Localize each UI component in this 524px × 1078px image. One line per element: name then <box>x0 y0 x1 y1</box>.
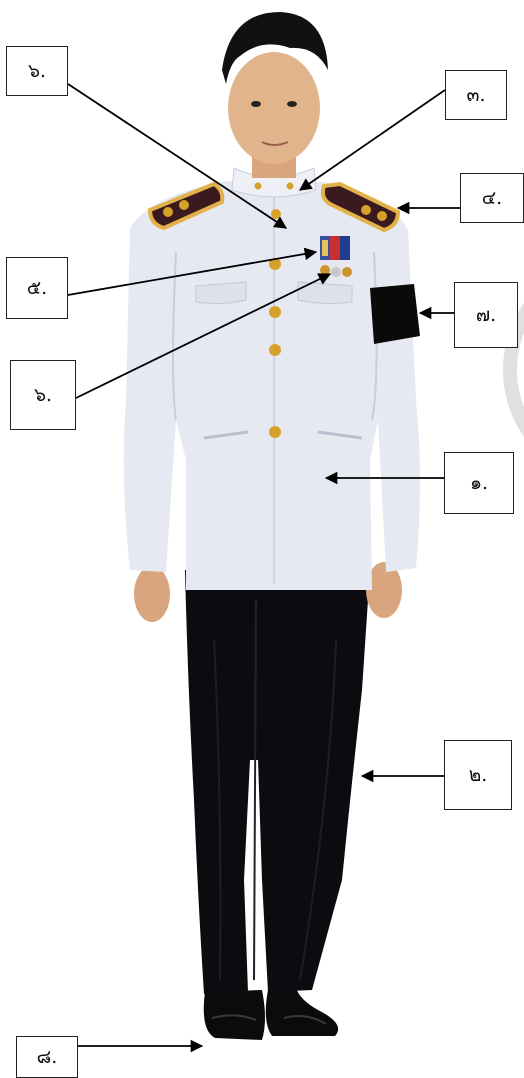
arrow-6b <box>75 273 332 399</box>
callout-label: ๓. <box>466 84 486 106</box>
callout-label: ๒. <box>468 764 488 786</box>
arrow-5 <box>67 247 318 296</box>
trousers <box>185 570 370 994</box>
black-armband <box>370 284 420 344</box>
medals <box>320 265 352 277</box>
arrow-3 <box>298 89 446 191</box>
right-hand <box>366 562 402 618</box>
callout-6-medals: ๖. <box>10 360 76 430</box>
callout-label: ๖. <box>33 384 53 406</box>
callout-5-medal-ribbons: ๕. <box>6 257 68 319</box>
callout-label: ๗. <box>475 304 497 326</box>
callout-2-trousers: ๒. <box>444 740 512 810</box>
medal-ribbons <box>320 236 350 260</box>
left-hand <box>134 566 170 622</box>
callout-3-collar: ๓. <box>445 70 507 120</box>
arrow-6a <box>67 83 288 229</box>
callout-label: ๕. <box>26 277 48 299</box>
callout-label: ๔. <box>481 187 503 209</box>
callout-label: ๖. <box>27 60 47 82</box>
callout-label: ๘. <box>36 1046 58 1068</box>
head <box>222 12 328 178</box>
shoes <box>203 988 339 1040</box>
white-uniform-jacket <box>123 167 420 590</box>
callout-1-jacket: ๑. <box>444 452 514 514</box>
callout-4-shoulder-board: ๔. <box>460 173 524 223</box>
shoulder-boards <box>147 181 401 233</box>
background-circle <box>503 303 524 437</box>
callout-label: ๑. <box>469 472 489 494</box>
callout-7-armband: ๗. <box>454 282 518 348</box>
callout-8-shoes: ๘. <box>16 1036 78 1078</box>
callout-6-collar-insignia: ๖. <box>6 46 68 96</box>
gold-buttons <box>254 182 294 438</box>
